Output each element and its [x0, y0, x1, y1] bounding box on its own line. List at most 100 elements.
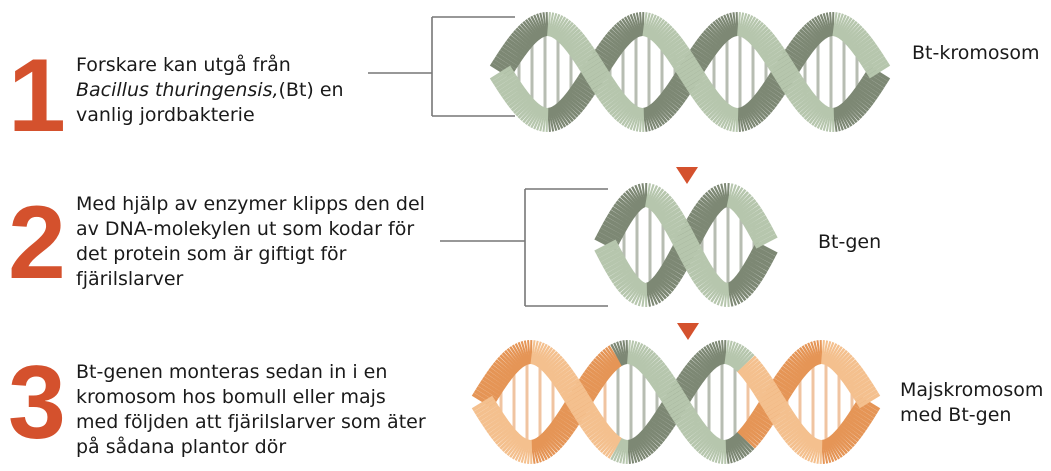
strand-segment — [686, 215, 710, 232]
strand-segment — [732, 193, 752, 213]
strand-segment — [672, 232, 696, 248]
strand-segment — [760, 42, 782, 59]
strand-segment — [757, 387, 781, 404]
strand-segment — [700, 435, 718, 457]
strand-segment — [799, 97, 819, 116]
step-1-line-1: Forskare kan utgå från — [76, 54, 291, 76]
strand-segment — [750, 226, 774, 242]
strand-segment — [649, 190, 667, 211]
strand-segment — [765, 51, 789, 68]
strand-segment — [658, 266, 682, 283]
strand-segment — [604, 92, 626, 111]
strand-segment — [735, 431, 755, 451]
strand-segment — [679, 65, 703, 82]
strand-segment — [786, 45, 808, 62]
step-3: 3 Bt-genen monteras sedan in i en kromos… — [0, 351, 440, 467]
strand-segment — [650, 192, 670, 212]
strand-segment — [484, 373, 506, 390]
strand-segment — [705, 98, 725, 117]
strand-segment — [566, 36, 588, 54]
strand-segment — [536, 107, 546, 131]
strand-segment — [685, 74, 709, 92]
strand-segment — [553, 18, 569, 40]
strand-segment — [733, 433, 753, 454]
strand-segment — [632, 12, 642, 37]
strand-segment — [748, 252, 772, 268]
strand-segment — [652, 195, 672, 214]
strand-segment — [848, 32, 870, 51]
strand-segment — [822, 340, 832, 365]
strand-segment — [613, 270, 635, 287]
strand-segment — [595, 355, 615, 374]
strand-segment — [632, 107, 642, 132]
strand-segment — [742, 363, 764, 381]
strand-segment — [506, 89, 528, 107]
strand-segment — [790, 87, 812, 105]
strand-segment — [828, 347, 846, 369]
strand-segment — [750, 412, 772, 430]
strand-segment — [644, 361, 666, 380]
strand-segment — [794, 33, 816, 52]
strand-segment — [582, 415, 604, 433]
strand-segment — [648, 19, 666, 40]
label-majs-line-1: Majskromosom — [900, 379, 1044, 401]
strand-segment — [764, 48, 786, 65]
strand-segment — [711, 341, 723, 366]
strand-segment — [691, 356, 711, 375]
strand-segment — [694, 86, 716, 104]
strand-segment — [594, 79, 616, 96]
strand-segment — [737, 355, 757, 374]
strand-segment — [808, 19, 826, 41]
strand-segment — [777, 70, 801, 87]
strand-segment — [688, 426, 710, 445]
strand-segment — [732, 434, 750, 456]
strand-segment — [620, 194, 640, 214]
strand-segment — [796, 31, 818, 50]
strand-segment — [733, 275, 755, 294]
strand-segment — [705, 437, 721, 460]
strand-segment — [833, 354, 853, 374]
strand-segment — [553, 104, 569, 126]
strand-segment — [782, 423, 804, 441]
strand-segment — [497, 429, 517, 448]
strand-segment — [595, 430, 615, 449]
strand-segment — [675, 59, 699, 76]
strand-segment — [838, 424, 860, 443]
strand-segment — [642, 359, 664, 378]
strand-segment — [844, 417, 866, 434]
strand-segment — [666, 221, 690, 237]
strand-segment — [728, 187, 744, 209]
strand-segment — [591, 76, 615, 93]
strand-segment — [744, 366, 766, 383]
strand-segment — [651, 22, 671, 43]
strand-segment — [747, 24, 767, 44]
strand-segment — [590, 425, 612, 444]
strand-segment — [761, 394, 785, 410]
strand-segment — [739, 106, 751, 131]
strand-segment — [707, 189, 725, 210]
strand-segment — [727, 185, 741, 208]
strand-segment — [694, 40, 716, 58]
strand-segment — [726, 13, 736, 37]
strand-segment — [709, 101, 729, 122]
strand-segment — [606, 31, 628, 50]
strand-segment — [602, 254, 626, 270]
strand-segment — [762, 82, 784, 99]
strand-segment — [561, 97, 581, 116]
strand-segment — [838, 361, 860, 380]
strand-segment — [743, 18, 759, 40]
strand-segment — [570, 42, 592, 59]
strand-segment — [500, 80, 522, 98]
strand-segment — [789, 355, 809, 374]
strand-segment — [833, 430, 853, 450]
strand-segment — [755, 384, 779, 401]
strand-segment — [557, 100, 577, 120]
strand-segment — [729, 437, 745, 459]
strand-segment — [527, 17, 543, 39]
strand-segment — [644, 424, 666, 443]
strand-segment — [765, 400, 789, 417]
strand-segment — [622, 192, 642, 212]
strand-segment — [853, 385, 877, 402]
strand-segment — [798, 436, 816, 457]
